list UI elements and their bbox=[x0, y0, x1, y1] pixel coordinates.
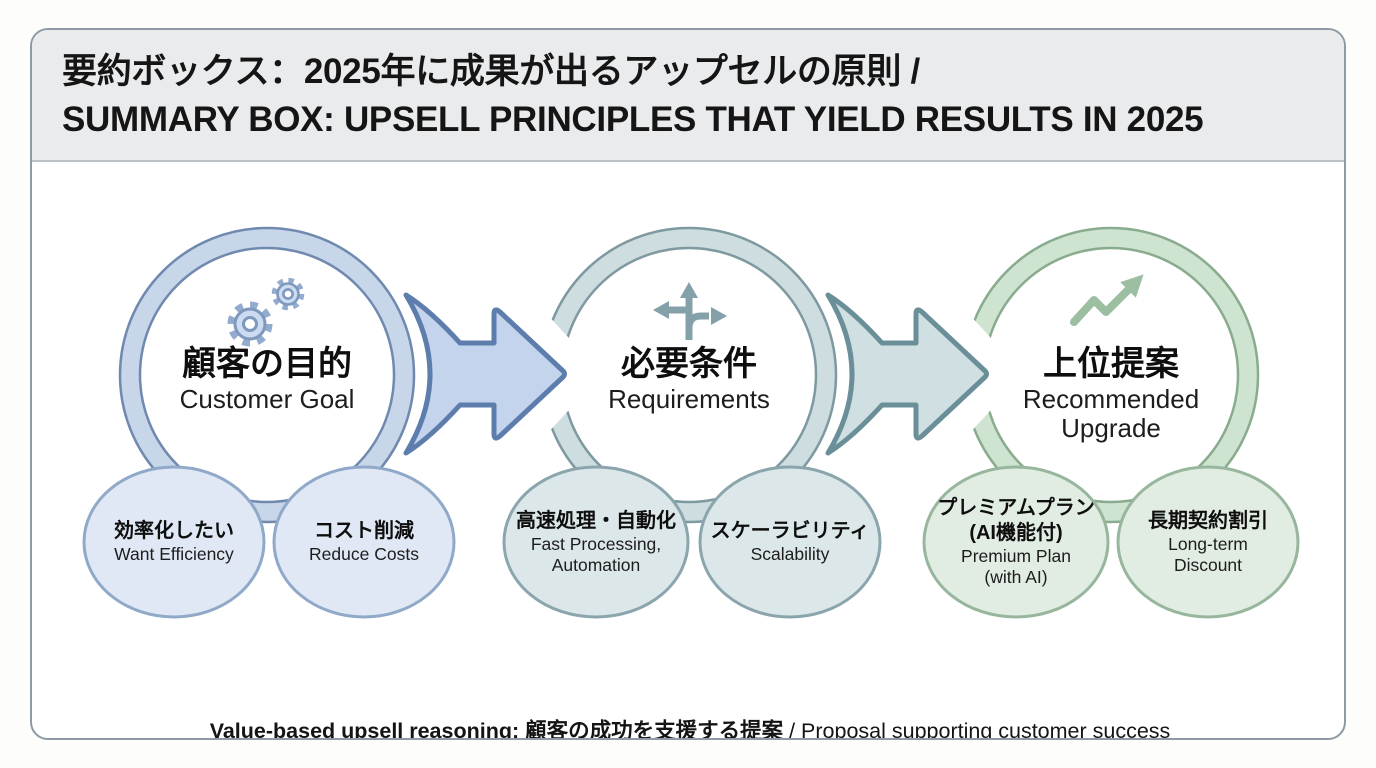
bubble-reduce-costs bbox=[272, 465, 456, 619]
bubble-label-longterm-discount: 長期契約割引 Long-term Discount bbox=[1116, 474, 1300, 610]
stage-ring-customer-goal bbox=[118, 226, 416, 524]
summary-header: 要約ボックス：2025年に成果が出るアップセルの原則 / SUMMARY BOX… bbox=[32, 30, 1344, 162]
flow-diagram-canvas bbox=[82, 226, 1300, 619]
bubble-scalability bbox=[698, 465, 882, 619]
bubble-premium-plan bbox=[922, 465, 1110, 619]
upsell-flow-diagram: 顧客の目的 Customer Goal 必要条件 Requirements 上位… bbox=[32, 162, 1344, 740]
stage-title-jp: 顧客の目的 bbox=[182, 345, 352, 383]
bubble-jp: コスト削減 bbox=[314, 520, 414, 543]
stage-label-customer-goal: 顧客の目的 Customer Goal bbox=[117, 344, 417, 414]
stage-title-en: Customer Goal bbox=[179, 383, 355, 414]
branching-arrows-icon bbox=[653, 282, 727, 340]
bubble-label-want-efficiency: 効率化したい Want Efficiency bbox=[82, 474, 266, 610]
bubble-longterm-discount bbox=[1116, 465, 1300, 619]
bubble-shapes bbox=[82, 465, 1300, 619]
bubble-en: Long-term Discount bbox=[1168, 533, 1248, 575]
stage-title-en: Recommended Upgrade bbox=[1022, 383, 1200, 443]
gears-icon bbox=[227, 277, 305, 347]
bubble-en: Scalability bbox=[750, 544, 830, 565]
summary-box: 要約ボックス：2025年に成果が出るアップセルの原則 / SUMMARY BOX… bbox=[30, 28, 1346, 740]
bubble-label-fast-processing: 高速処理・自動化 Fast Processing, Automation bbox=[504, 474, 688, 610]
trending-up-icon bbox=[1070, 274, 1144, 326]
title-english: SUMMARY BOX: UPSELL PRINCIPLES THAT YIEL… bbox=[62, 99, 1204, 139]
bubble-label-scalability: スケーラビリティ Scalability bbox=[698, 474, 882, 610]
bubble-want-efficiency bbox=[82, 465, 266, 619]
stage-label-requirements: 必要条件 Requirements bbox=[539, 344, 839, 414]
title-japanese: 要約ボックス：2025年に成果が出るアップセルの原則 / bbox=[62, 52, 920, 91]
stage-label-recommended-upgrade: 上位提案 Recommended Upgrade bbox=[961, 344, 1261, 443]
bubble-jp: スケーラビリティ bbox=[710, 520, 870, 543]
bubble-jp: プレミアムプラン (AI機能付) bbox=[937, 497, 1095, 545]
footer-note-bold: Value-based upsell reasoning: 顧客の成功を支援する… bbox=[209, 719, 784, 740]
bubble-en: Premium Plan (with AI) bbox=[961, 546, 1071, 587]
bubble-en: Fast Processing, Automation bbox=[530, 533, 662, 575]
footer-note: Value-based upsell reasoning: 顧客の成功を支援する… bbox=[32, 714, 1344, 740]
bubble-en: Want Efficiency bbox=[114, 544, 234, 565]
bubble-label-premium-plan: プレミアムプラン (AI機能付) Premium Plan (with AI) bbox=[924, 474, 1108, 610]
bubble-jp: 効率化したい bbox=[114, 520, 234, 543]
footer-note-regular: / Proposal supporting customer success bbox=[783, 719, 1171, 740]
flow-arrow-goal-to-requirements bbox=[403, 292, 567, 456]
bubble-jp: 高速処理・自動化 bbox=[516, 509, 676, 532]
stage-title-jp: 必要条件 bbox=[621, 345, 757, 383]
bubble-fast-processing bbox=[502, 465, 690, 619]
stage-title-en: Requirements bbox=[608, 383, 770, 414]
bubble-jp: 長期契約割引 bbox=[1148, 509, 1268, 532]
flow-arrow-requirements-to-upgrade bbox=[825, 292, 989, 456]
stage-title-jp: 上位提案 bbox=[1043, 345, 1179, 383]
bubble-en: Reduce Costs bbox=[309, 544, 419, 565]
bubble-label-reduce-costs: コスト削減 Reduce Costs bbox=[272, 474, 456, 610]
